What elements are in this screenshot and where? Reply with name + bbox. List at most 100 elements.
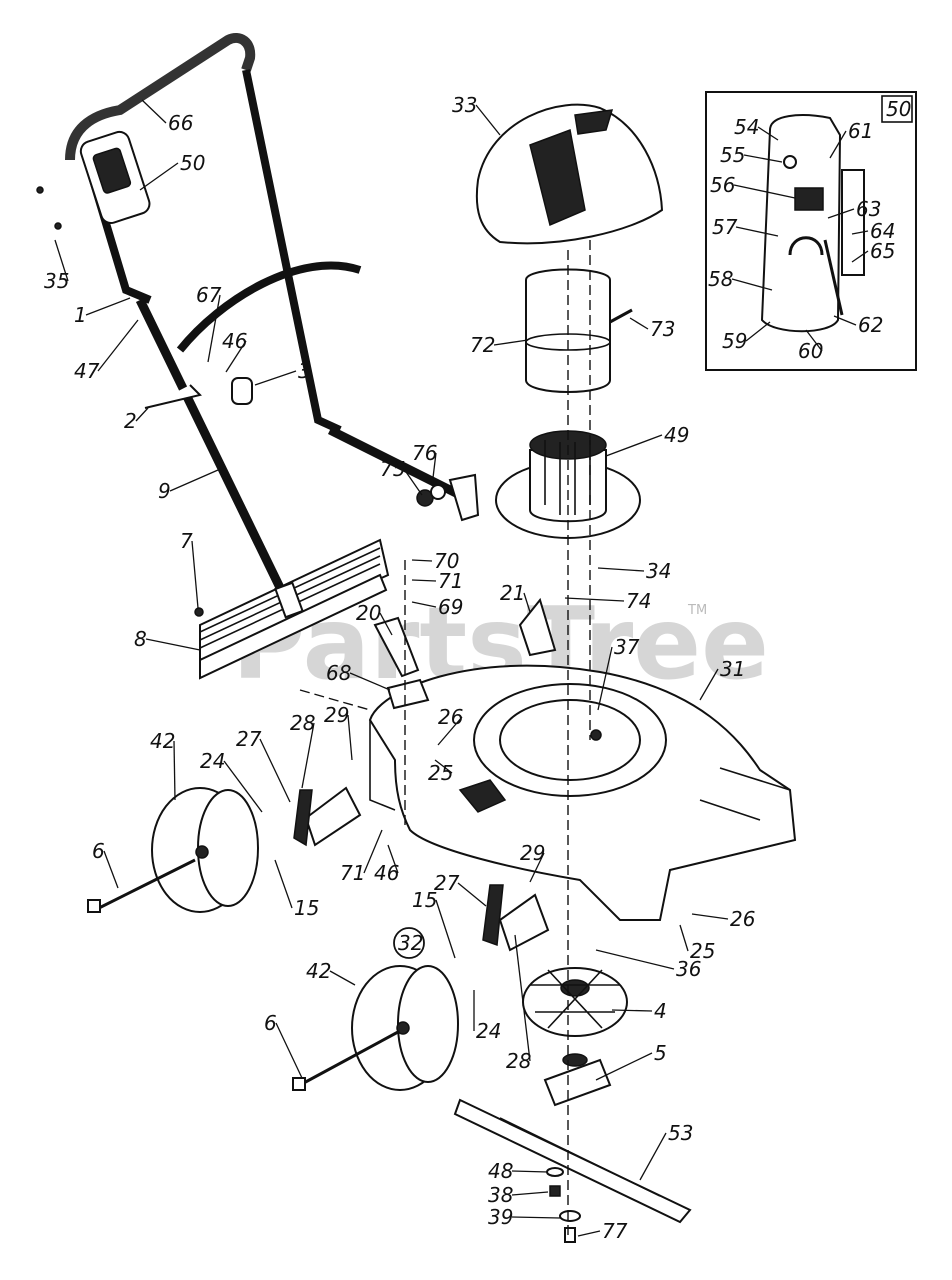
callout-6: 6 [92,839,105,863]
callout-21: 21 [500,581,525,605]
leader-line [511,1170,549,1173]
leader-line [254,370,297,386]
leader-line [135,407,149,422]
leader-line [54,239,69,282]
callout-46: 46 [374,861,399,885]
callout-58: 58 [708,267,733,291]
callout-65: 65 [870,239,895,263]
motor-assembly [495,430,641,539]
leader-line [225,340,247,373]
callout-33: 33 [452,93,477,117]
switch-box-inset: 50 [705,91,917,371]
callout-28: 28 [506,1049,531,1073]
leader-line [169,469,219,492]
callout-37: 37 [614,635,640,659]
callout-69: 69 [438,595,463,619]
callout-ring-32 [393,927,425,959]
callout-24: 24 [476,1019,501,1043]
leader-line [514,934,531,1062]
leader-line [679,924,689,952]
leader-line [173,740,176,801]
callout-73: 73 [650,317,675,341]
callout-46: 46 [222,329,247,353]
callout-74: 74 [626,589,651,613]
leader-line [387,844,399,874]
leader-line [699,668,719,701]
leader-line [275,1022,303,1079]
front-wheel-lower [292,965,459,1091]
rear-deflector [194,538,390,680]
callout-28: 28 [290,711,315,735]
callout-66: 66 [168,111,193,135]
leader-line [139,162,179,191]
lower-handle-right [327,425,473,505]
leader-line [363,829,383,874]
leader-line [511,1216,561,1219]
leader-line [827,208,855,219]
callout-36: 36 [676,957,701,981]
callout-53: 53 [668,1121,693,1145]
callout-60: 60 [798,339,823,363]
callout-26: 26 [730,907,755,931]
blade-adapter [543,1053,612,1107]
leader-line [493,339,529,346]
lower-handle-left [135,298,291,602]
leader-line [145,638,201,651]
leader-line [595,949,675,970]
blade-hardware [546,1167,581,1243]
leader-line [301,722,315,789]
callout-55: 55 [720,143,745,167]
callout-68: 68 [326,661,351,685]
leader-line [437,716,463,746]
callout-3: 3 [298,359,311,383]
callout-7: 7 [180,529,193,553]
leader-line [745,321,771,342]
leader-line [434,759,453,774]
leader-line [731,278,773,291]
leader-line [611,1009,653,1012]
callout-25: 25 [690,939,715,963]
callout-35: 35 [44,269,69,293]
handle-crossbar [176,261,362,353]
handle-screw-left-2 [54,222,62,230]
cord-retainer [231,377,253,405]
leader-line [329,970,356,986]
leader-line [529,852,545,883]
callout-62: 62 [858,313,883,337]
trademark-text: TM [687,603,707,618]
leader-line [597,567,645,572]
leader-line [511,1191,549,1196]
callout-38: 38 [488,1183,513,1207]
callout-42: 42 [150,729,175,753]
upper-handle-grip [65,33,256,161]
callout-42: 42 [306,959,331,983]
switch-box-detail [92,147,132,194]
leader-line [691,913,729,920]
callout-56: 56 [710,173,735,197]
callout-61: 61 [848,119,873,143]
leader-line [757,126,779,141]
callout-77: 77 [602,1219,628,1243]
callout-71: 71 [438,569,463,593]
leader-line [411,579,437,582]
leader-line [207,294,221,363]
handle-screw-left [36,186,44,194]
leader-line [475,104,501,136]
callout-26: 26 [438,705,463,729]
callout-2: 2 [124,409,137,433]
leader-line [605,434,663,457]
callout-1: 1 [74,303,87,327]
callout-15: 15 [412,888,437,912]
handle-axis-2 [299,689,371,711]
leader-line [597,646,613,711]
callout-63: 63 [856,197,881,221]
leader-line [223,760,263,813]
leader-line [564,597,625,602]
callout-67: 67 [196,283,222,307]
callout-39: 39 [488,1205,513,1229]
callout-49: 49 [664,423,689,447]
callout-71: 71 [340,861,365,885]
leader-line [435,899,456,959]
